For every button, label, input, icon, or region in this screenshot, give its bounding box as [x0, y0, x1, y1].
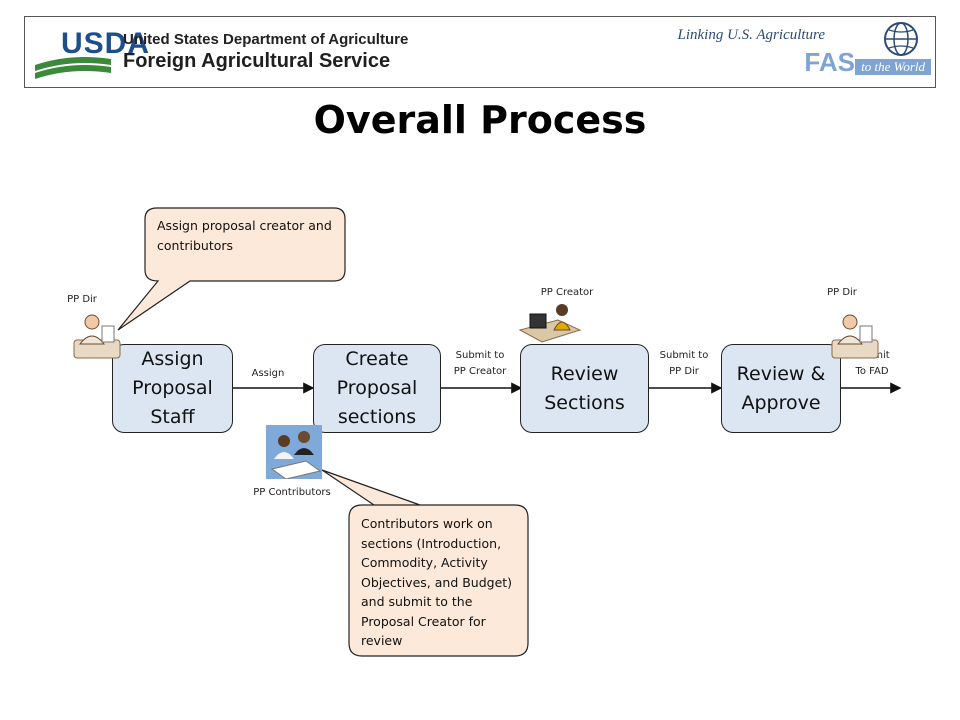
team-meeting-icon — [266, 425, 322, 479]
businessman-at-desk-icon — [73, 314, 121, 359]
globe-icon — [884, 22, 918, 56]
actor-label-pp-dir-left: PP Dir — [67, 294, 97, 305]
agency-name: Foreign Agricultural Service — [123, 50, 391, 72]
fas-logo: FAS — [804, 47, 855, 77]
step-review-sections: Review Sections — [520, 344, 649, 433]
actor-label-pp-dir-right: PP Dir — [827, 287, 857, 298]
step-assign-proposal-staff: Assign Proposal Staff — [112, 344, 233, 433]
actor-label-pp-contributors: PP Contributors — [253, 487, 331, 498]
page-title: Overall Process — [313, 98, 647, 142]
arrow-label-submit-creator: Submit to PP Creator — [453, 350, 507, 377]
callout-text-assign: Assign proposal creator and contributors — [157, 218, 332, 253]
callout-bubble-assign — [117, 207, 346, 331]
arrow-label-submit-dir: Submit to PP Dir — [659, 350, 709, 377]
fas-slogan: Linking U.S. Agriculture — [677, 27, 826, 43]
businessman-at-desk-icon — [831, 314, 879, 359]
callout-text-contributors: Contributors work on sections (Introduct… — [361, 516, 513, 648]
step-review-approve: Review & Approve — [721, 344, 841, 433]
department-name: United States Department of Agriculture — [123, 31, 409, 48]
woman-at-computer-icon — [518, 304, 582, 343]
header-banner: USDA United States Department of Agricul… — [24, 16, 936, 88]
fas-slogan-tail: to the World — [855, 59, 931, 75]
callout-bubble-contributors — [321, 469, 529, 657]
usda-logo-text: USDA — [61, 27, 151, 60]
arrow-label-assign: Assign — [251, 368, 285, 379]
actor-label-pp-creator: PP Creator — [540, 287, 594, 298]
usda-logo — [35, 57, 111, 79]
step-create-proposal-sections: Create Proposal sections — [313, 344, 441, 433]
